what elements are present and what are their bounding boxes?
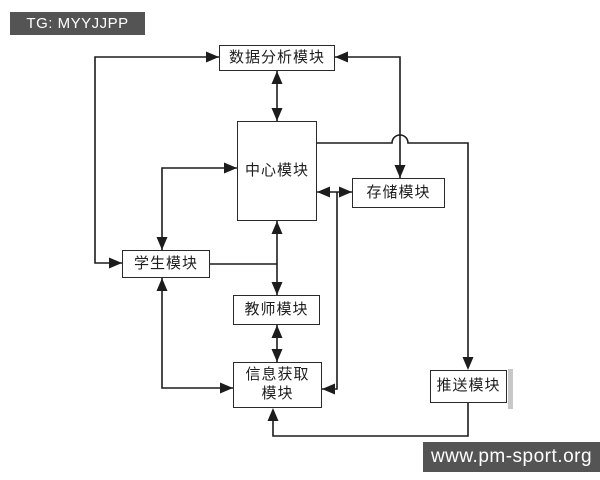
arrow-into-storage-top	[394, 165, 406, 178]
edge-student-dataanalysis	[94, 56, 219, 264]
arrowheads	[109, 51, 474, 421]
push-module-side-bar	[508, 369, 513, 409]
arrow-into-center-top	[271, 108, 283, 121]
node-center-module: 中心模块	[237, 121, 317, 221]
node-student-module: 学生模块	[122, 250, 210, 278]
arrow-into-infoacq-left	[220, 382, 233, 394]
arrow-into-dataanalysis-left	[206, 51, 219, 63]
arrow-into-infoacq-bottom	[267, 408, 279, 421]
arrow-into-student-top	[156, 237, 168, 250]
arrow-into-student-left	[109, 257, 122, 269]
arrow-into-infoacq-right	[322, 383, 335, 395]
watermark-bottom-right: www.pm-sport.org	[423, 442, 600, 472]
node-push-module: 推送模块	[430, 370, 507, 403]
node-teacher-module: 教师模块	[233, 295, 320, 325]
arrow-into-dataanalysis-right	[335, 51, 348, 63]
arrow-into-dataanalysis-bottom	[271, 71, 283, 84]
arrow-into-center-left	[224, 162, 237, 174]
edge-center-student	[161, 167, 237, 250]
arrow-into-center-bottom	[271, 221, 283, 234]
edge-junction-infoacq	[322, 192, 338, 390]
edge-push-infoacq	[272, 403, 469, 437]
arrow-into-storage-left	[339, 186, 352, 198]
arrow-into-push-top	[462, 357, 474, 370]
edge-student-infoacq	[161, 278, 233, 389]
arrow-into-teacher-top	[271, 282, 283, 295]
arrow-into-student-bottom	[156, 278, 168, 291]
arrow-into-infoacq-top	[271, 349, 283, 362]
watermark-top-left: TG: MYYJJPP	[10, 12, 145, 35]
node-info-acquisition-module: 信息获取 模块	[233, 362, 322, 408]
node-data-analysis-module: 数据分析模块	[219, 45, 335, 71]
node-storage-module: 存储模块	[352, 178, 445, 208]
arrow-into-center-right	[317, 186, 330, 198]
arrow-into-teacher-bottom	[271, 325, 283, 338]
edge-dataanalysis-storage	[335, 56, 401, 178]
edge-center-push	[317, 134, 469, 362]
